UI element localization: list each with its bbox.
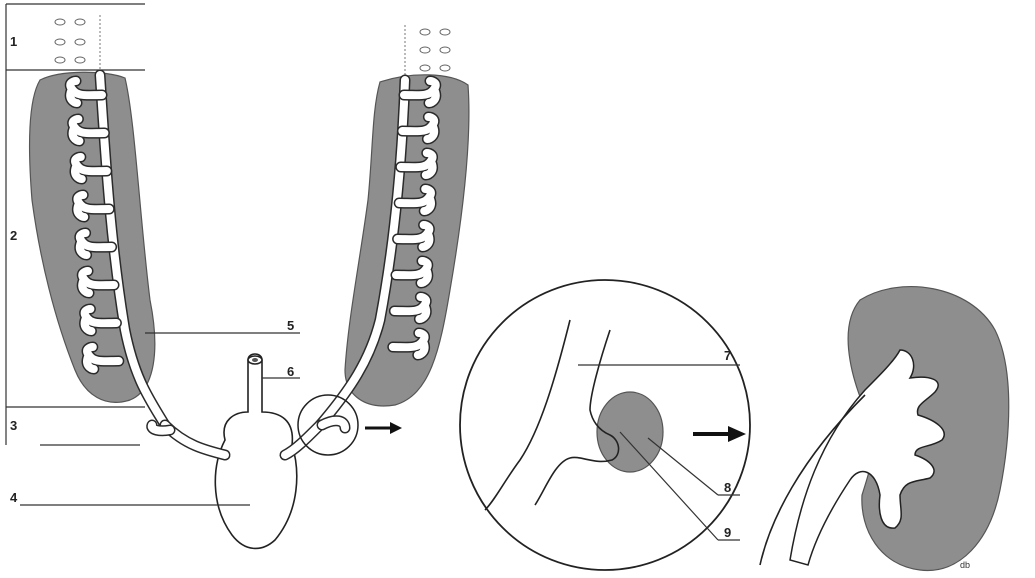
label-7: 7 (724, 348, 731, 363)
label-8: 8 (724, 480, 731, 495)
label-9: 9 (724, 525, 731, 540)
label-2: 2 (10, 228, 17, 243)
arrow-right-1 (365, 422, 402, 434)
mesonephric-remnant-cells-right (405, 25, 450, 80)
label-1: 1 (10, 34, 17, 49)
label-3: 3 (10, 418, 17, 433)
mesonephric-remnant-cells-left (55, 15, 100, 70)
metanephric-kidney (760, 287, 1009, 571)
right-ureteric-bud (285, 421, 345, 455)
label-6: 6 (287, 364, 294, 379)
signature: db (960, 560, 970, 570)
label-5: 5 (287, 318, 294, 333)
left-ureteric-bud (152, 425, 225, 455)
label-4: 4 (10, 490, 18, 505)
